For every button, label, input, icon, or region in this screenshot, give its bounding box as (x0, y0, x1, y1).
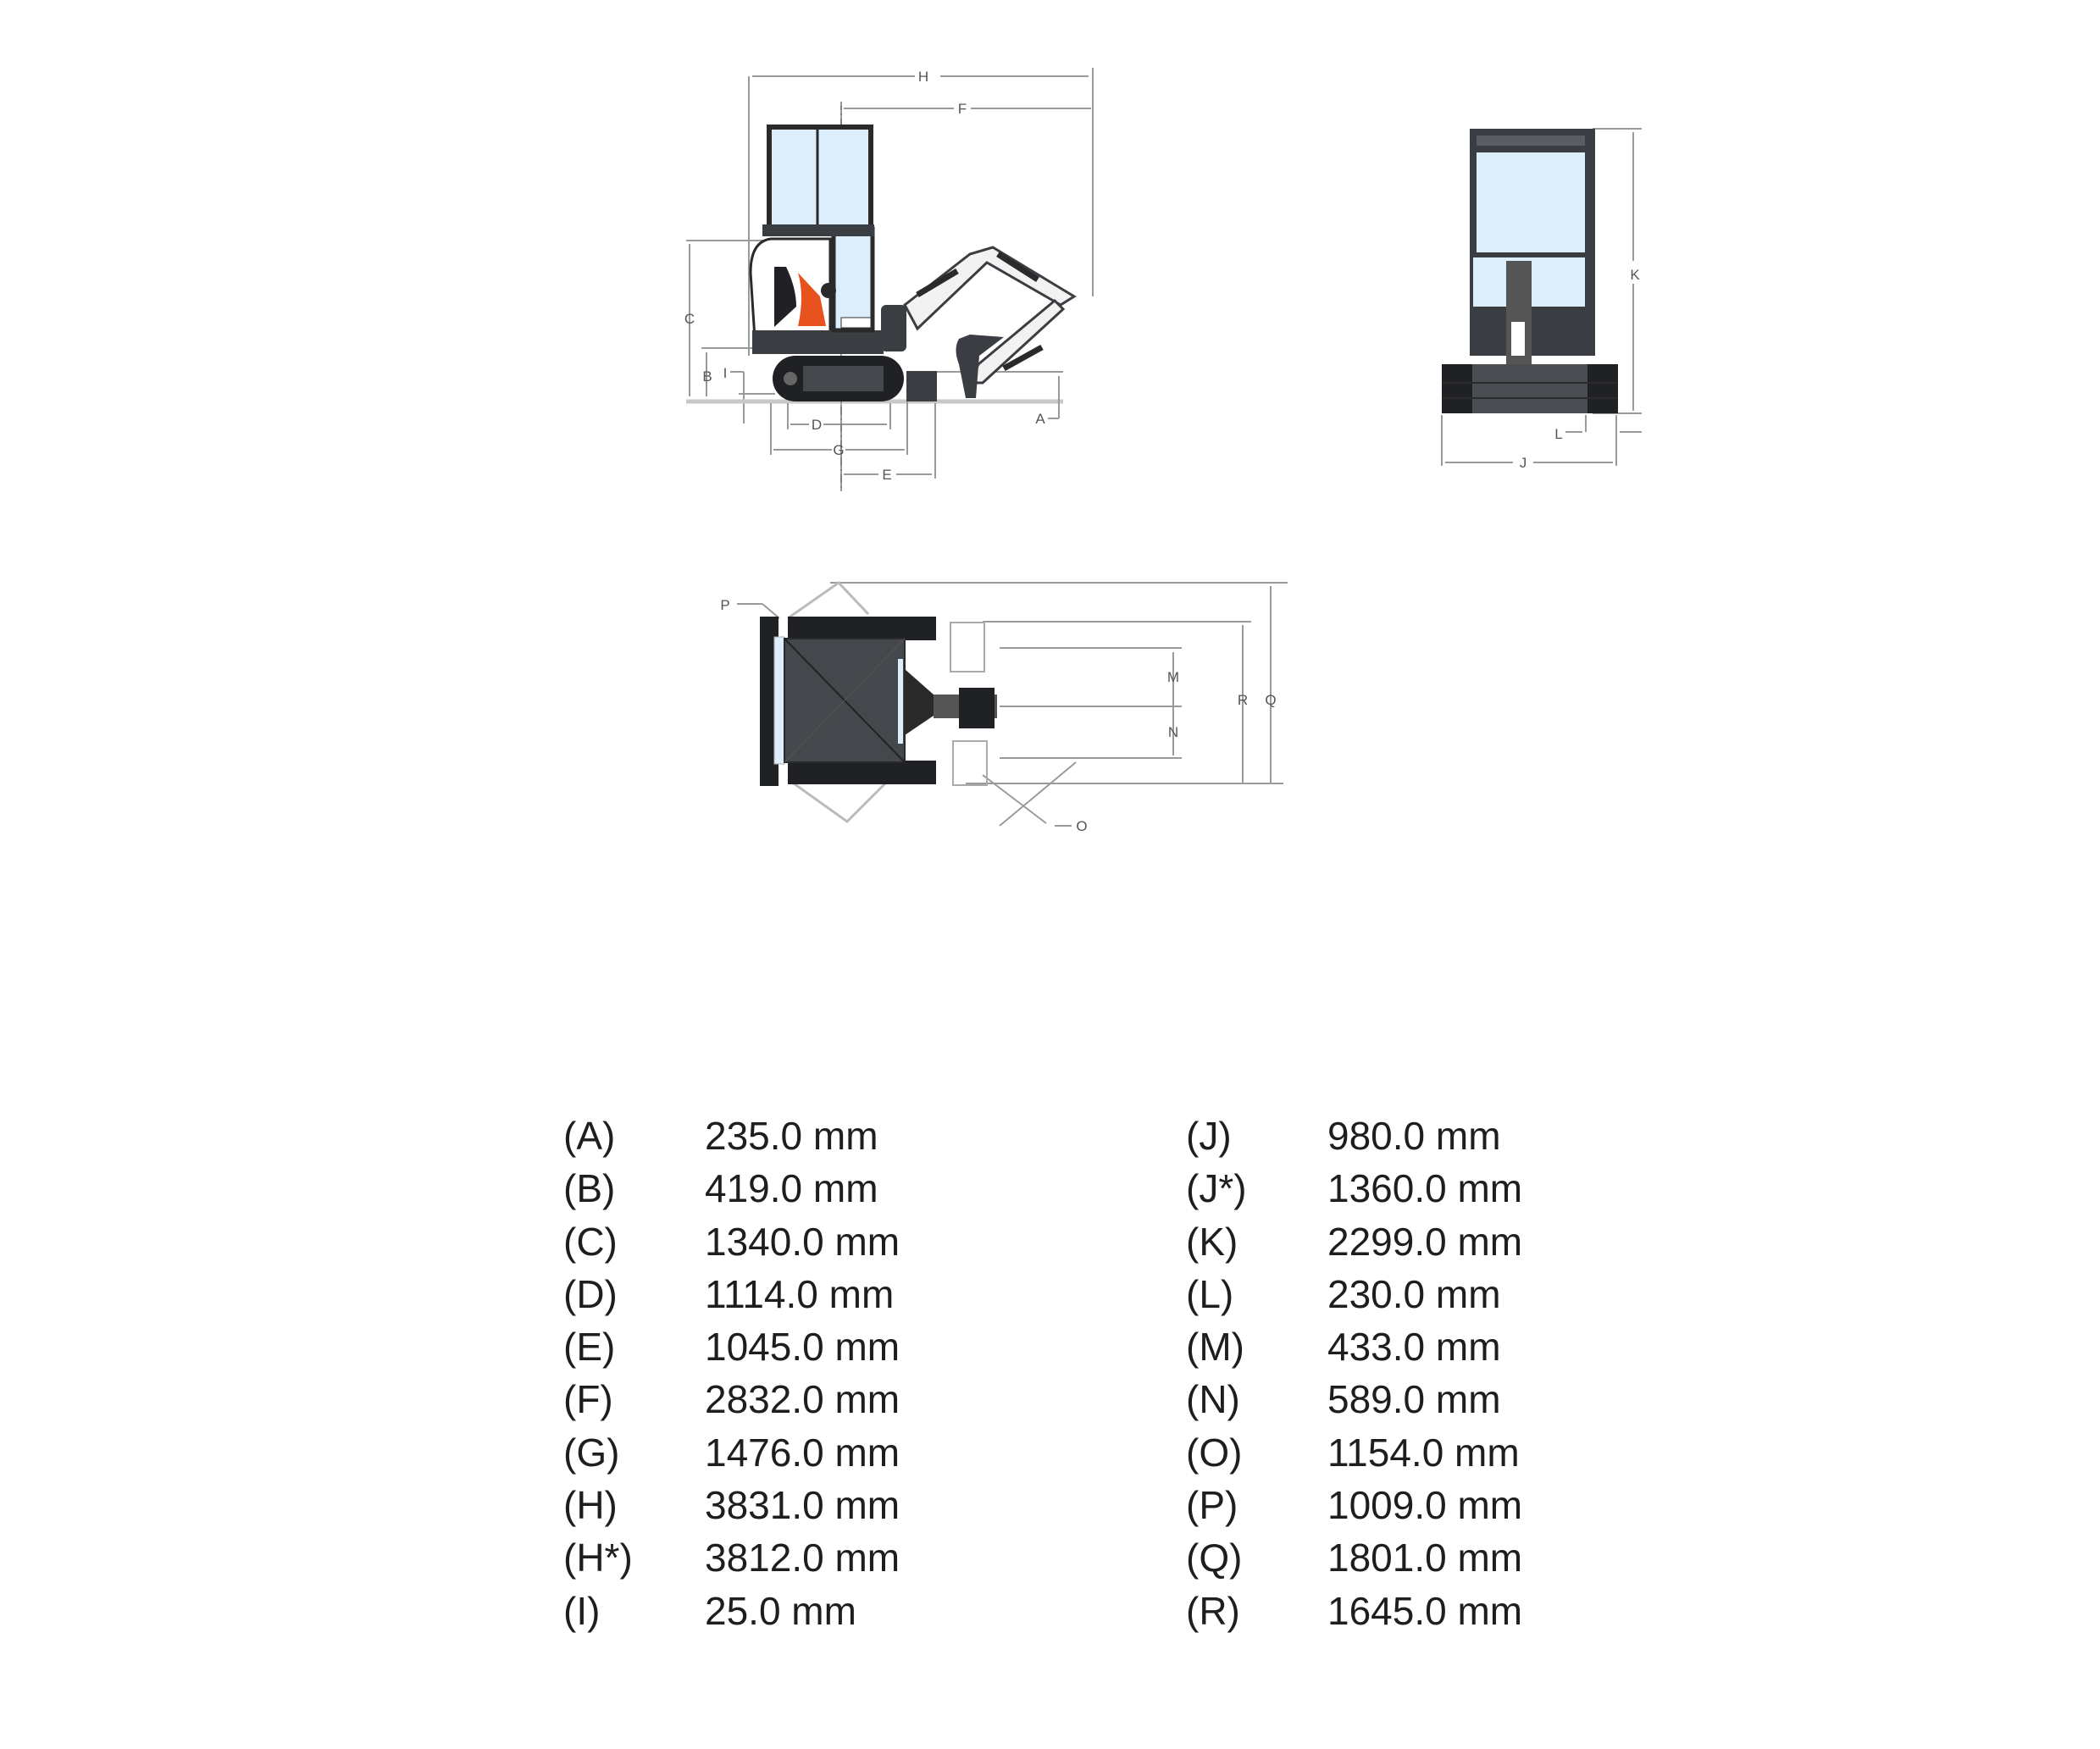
spec-code: (D) (563, 1271, 618, 1316)
dim-label-a: A (1035, 411, 1045, 427)
spec-value: 589.0 mm (1327, 1377, 1501, 1422)
dim-label-c: C (684, 311, 695, 327)
spec-value: 3812.0 mm (705, 1536, 900, 1580)
front-view-diagram: K L J (1423, 110, 1677, 483)
spec-value: 2299.0 mm (1327, 1219, 1523, 1264)
spec-value: 2832.0 mm (705, 1377, 900, 1422)
spec-code: (K) (1186, 1219, 1238, 1264)
spec-value: 1360.0 mm (1327, 1166, 1523, 1211)
dim-label-i: I (723, 365, 728, 381)
spec-value: 980.0 mm (1327, 1114, 1501, 1158)
spec-value: 235.0 mm (705, 1114, 878, 1158)
excavator-side-drawing: H F C B I A D G E (684, 68, 1094, 491)
dim-label-e: E (882, 467, 891, 483)
spec-code: (R) (1186, 1588, 1240, 1633)
dim-label-q: Q (1265, 692, 1276, 708)
top-view-diagram: P M N R Q O (712, 567, 1288, 855)
dim-label-n: N (1168, 724, 1178, 740)
dim-label-j: J (1520, 455, 1527, 471)
spec-value: 1045.0 mm (705, 1325, 900, 1370)
spec-value: 1154.0 mm (1327, 1430, 1520, 1475)
spec-code: (M) (1186, 1325, 1244, 1370)
spec-value: 433.0 mm (1327, 1325, 1501, 1370)
spec-code: (A) (563, 1114, 616, 1158)
spec-code: (J*) (1186, 1166, 1247, 1211)
spec-code: (H) (563, 1483, 618, 1528)
spec-value: 1476.0 mm (705, 1430, 900, 1475)
spec-code: (O) (1186, 1430, 1243, 1475)
spec-code: (C) (563, 1219, 618, 1264)
spec-value: 3831.0 mm (705, 1483, 900, 1528)
spec-value: 1009.0 mm (1327, 1483, 1523, 1528)
dim-label-r: R (1238, 692, 1248, 708)
spec-value: 1340.0 mm (705, 1219, 900, 1264)
excavator-front-drawing: K L J (1441, 128, 1642, 471)
spec-code: (E) (563, 1325, 616, 1370)
dim-label-d: D (812, 417, 822, 433)
spec-value: 230.0 mm (1327, 1271, 1501, 1316)
spec-value: 25.0 mm (705, 1588, 856, 1633)
spec-code: (L) (1186, 1271, 1234, 1316)
spec-code: (H*) (563, 1536, 633, 1580)
spec-code: (J) (1186, 1114, 1232, 1158)
dim-label-g: G (833, 442, 844, 458)
spec-value: 1801.0 mm (1327, 1536, 1523, 1580)
dim-label-k: K (1630, 267, 1640, 283)
spec-code: (B) (563, 1166, 616, 1211)
spec-value: 1645.0 mm (1327, 1588, 1523, 1633)
dim-label-p: P (720, 597, 729, 613)
spec-code: (G) (563, 1430, 620, 1475)
dim-label-b: B (702, 368, 712, 385)
side-view-diagram: H F C B I A D G E (678, 51, 1322, 525)
dim-label-l: L (1554, 426, 1562, 442)
dim-label-f: F (958, 101, 967, 117)
spec-code: (P) (1186, 1483, 1238, 1528)
spec-code: (I) (563, 1588, 601, 1633)
spec-value: 1114.0 mm (705, 1271, 895, 1316)
dim-label-m: M (1167, 669, 1179, 685)
spec-code: (Q) (1186, 1536, 1243, 1580)
spec-code: (F) (563, 1377, 613, 1422)
excavator-top-drawing: P M N R Q O (720, 581, 1288, 834)
dim-label-o: O (1076, 818, 1087, 834)
spec-value: 419.0 mm (705, 1166, 878, 1211)
dim-label-h: H (918, 69, 928, 85)
spec-code: (N) (1186, 1377, 1240, 1422)
